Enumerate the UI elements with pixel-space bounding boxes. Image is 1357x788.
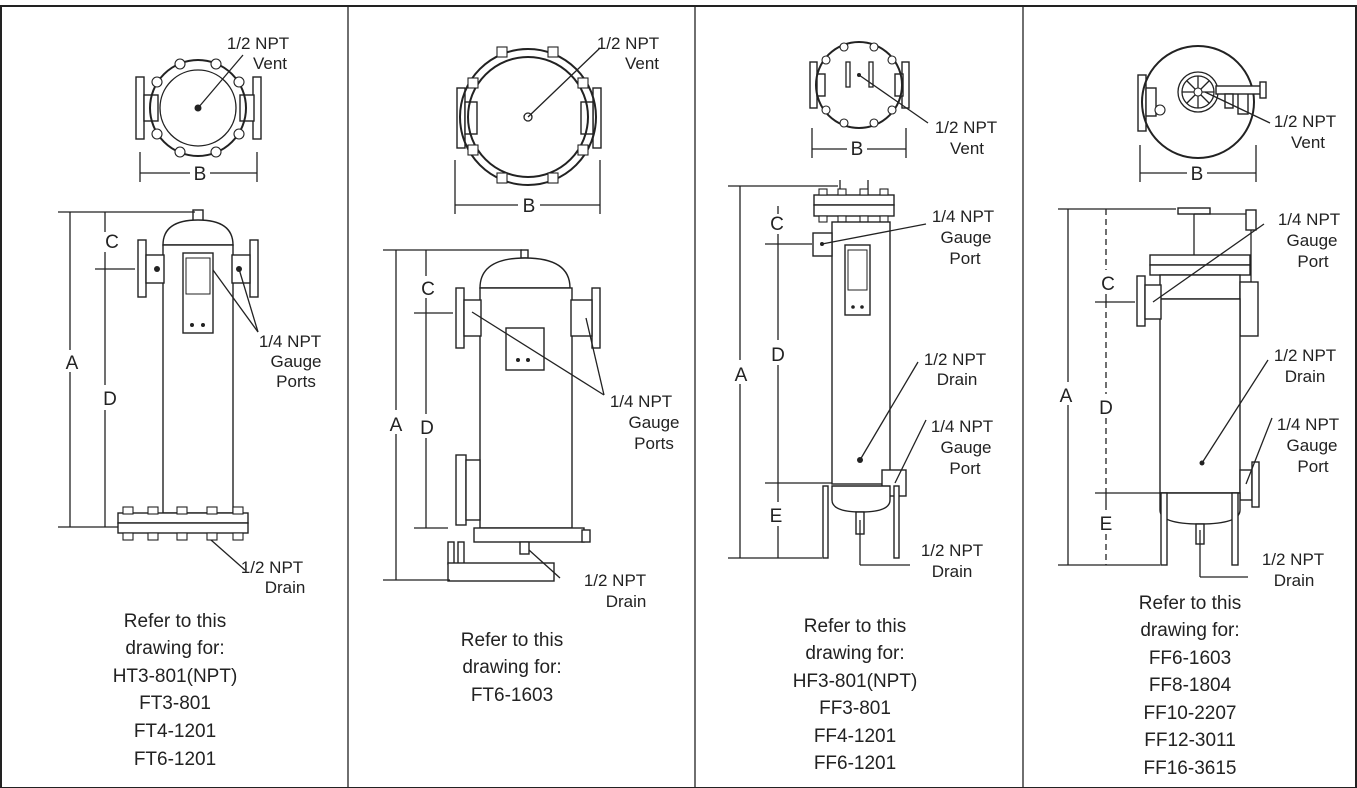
panel-hf3: 1/2 NPT Vent B xyxy=(728,41,997,774)
gauge-callout-line3: Port xyxy=(1297,457,1328,476)
model-number: FF6-1201 xyxy=(814,753,896,774)
dim-a-label: A xyxy=(66,353,79,374)
dim-a-label: A xyxy=(390,415,403,436)
model-number: FT6-1201 xyxy=(134,749,216,770)
top-view xyxy=(456,46,602,186)
vent-callout-line1: 1/2 NPT xyxy=(597,34,659,53)
gauge-callout-line1: 1/4 NPT xyxy=(1278,210,1340,229)
refer-line: Refer to this xyxy=(461,630,563,651)
drain-callout-line2: Drain xyxy=(1285,367,1326,386)
model-number: FF16-3615 xyxy=(1144,758,1237,779)
panel-ff6: 1/2 NPT Vent B xyxy=(1058,45,1340,779)
model-number: HT3-801(NPT) xyxy=(113,666,238,687)
dim-a-label: A xyxy=(735,365,748,386)
gauge-callout-line2: Gauge xyxy=(940,438,991,457)
drain-callout-line1: 1/2 NPT xyxy=(1274,346,1336,365)
gauge-callout-line1: 1/4 NPT xyxy=(259,332,321,351)
dim-d-label: D xyxy=(1099,398,1113,419)
dim-c-label: C xyxy=(770,214,784,235)
dim-b-label: B xyxy=(851,139,864,160)
refer-line: drawing for: xyxy=(125,638,224,659)
dim-e-label: E xyxy=(1100,514,1113,535)
vent-callout-line1: 1/2 NPT xyxy=(935,118,997,137)
gauge-callout-line2: Gauge xyxy=(1286,231,1337,250)
model-number: FF3-801 xyxy=(819,698,891,719)
panel-ft6: 1/2 NPT Vent B 1/ xyxy=(383,34,680,706)
model-number: FF6-1603 xyxy=(1149,648,1231,669)
vent-callout-line2: Vent xyxy=(1291,133,1325,152)
model-number: FF10-2207 xyxy=(1144,703,1237,724)
dim-d-label: D xyxy=(771,345,785,366)
gauge-callout-line2: Gauge xyxy=(1286,436,1337,455)
gauge-callout-line1: 1/4 NPT xyxy=(932,207,994,226)
side-view xyxy=(812,180,927,566)
model-number: FF4-1201 xyxy=(814,726,896,747)
gauge-callout-line2: Gauge xyxy=(628,413,679,432)
dim-c-label: C xyxy=(1101,274,1115,295)
refer-line: drawing for: xyxy=(805,643,904,664)
top-view xyxy=(809,41,929,129)
model-number: FF8-1804 xyxy=(1149,675,1232,696)
dim-b-label: B xyxy=(1191,164,1204,185)
top-view xyxy=(135,54,262,158)
dim-a-label: A xyxy=(1060,386,1073,407)
model-number: HF3-801(NPT) xyxy=(793,671,918,692)
refer-line: drawing for: xyxy=(1140,620,1239,641)
top-view xyxy=(1137,45,1271,159)
gauge-callout-line1: 1/4 NPT xyxy=(1277,415,1339,434)
vent-callout-line2: Vent xyxy=(625,54,659,73)
refer-line: drawing for: xyxy=(462,657,561,678)
gauge-callout-line3: Port xyxy=(949,249,980,268)
drain-callout-line1: 1/2 NPT xyxy=(584,571,646,590)
dim-d-label: D xyxy=(103,389,117,410)
drain-callout-line2: Drain xyxy=(1274,571,1315,590)
vent-callout-line1: 1/2 NPT xyxy=(1274,112,1336,131)
side-view xyxy=(1136,207,1273,578)
gauge-callout-line1: 1/4 NPT xyxy=(931,417,993,436)
gauge-callout-line3: Port xyxy=(1297,252,1328,271)
refer-line: Refer to this xyxy=(124,611,226,632)
drain-callout-line2: Drain xyxy=(265,578,306,597)
dim-e-label: E xyxy=(770,506,783,527)
refer-line: Refer to this xyxy=(1139,593,1241,614)
dim-c-label: C xyxy=(105,232,119,253)
drain-callout-line2: Drain xyxy=(606,592,647,611)
dim-b-label: B xyxy=(194,164,207,185)
dim-c-label: C xyxy=(421,279,435,300)
dim-d-label: D xyxy=(420,418,434,439)
gauge-callout-line2: Gauge xyxy=(940,228,991,247)
drain-callout-line1: 1/2 NPT xyxy=(921,541,983,560)
vent-callout-line2: Vent xyxy=(950,139,984,158)
refer-line: Refer to this xyxy=(804,616,906,637)
model-number: FF12-3011 xyxy=(1144,730,1236,751)
drain-callout-line1: 1/2 NPT xyxy=(241,558,303,577)
vent-callout-line2: Vent xyxy=(253,54,287,73)
panel-ht3: 1/2 NPT Vent B xyxy=(58,34,322,770)
gauge-callout-line3: Port xyxy=(949,459,980,478)
drain-callout-line2: Drain xyxy=(932,562,973,581)
drain-callout-line2: Drain xyxy=(937,370,978,389)
gauge-callout-line2: Gauge xyxy=(270,352,321,371)
model-number: FT3-801 xyxy=(139,693,211,714)
side-view xyxy=(117,209,259,571)
drain-callout-line1: 1/2 NPT xyxy=(924,350,986,369)
drain-callout-line1: 1/2 NPT xyxy=(1262,550,1324,569)
gauge-callout-line3: Ports xyxy=(276,372,316,391)
model-number: FT6-1603 xyxy=(471,685,553,706)
gauge-callout-line3: Ports xyxy=(634,434,674,453)
sheet-frame xyxy=(0,5,1357,788)
model-number: FT4-1201 xyxy=(134,721,216,742)
dim-b-label: B xyxy=(523,196,536,217)
side-view xyxy=(447,249,605,582)
gauge-callout-line1: 1/4 NPT xyxy=(610,392,672,411)
vent-callout-line1: 1/2 NPT xyxy=(227,34,289,53)
